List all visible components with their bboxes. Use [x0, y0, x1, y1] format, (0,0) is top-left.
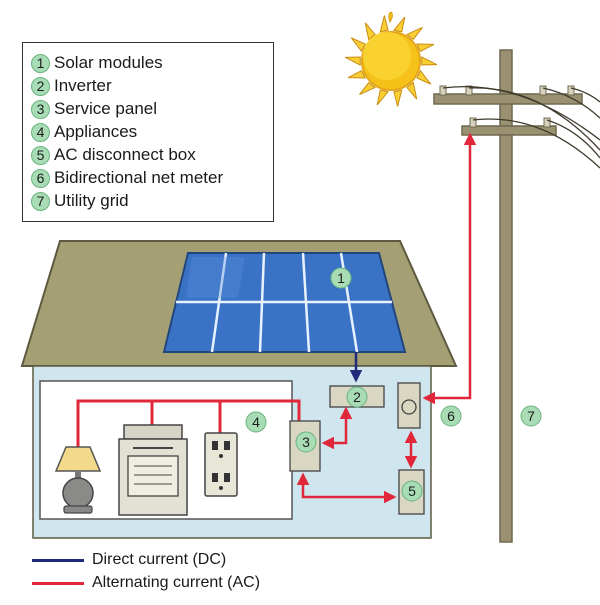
sun-ray [379, 15, 389, 33]
ac-lines [296, 132, 477, 504]
sun-ray [350, 37, 366, 53]
legend-item-solar-modules: 1 Solar modules [31, 52, 163, 74]
legend-number: 7 [31, 191, 50, 211]
svg-text:1: 1 [337, 270, 345, 286]
sun-ray [393, 16, 406, 33]
marker-net-meter: 6 [440, 405, 462, 427]
sun-icon [344, 11, 438, 107]
sun-ray [421, 56, 438, 66]
legend-label: Bidirectional net meter [54, 168, 224, 187]
ac-line-swatch [32, 581, 84, 585]
legend-number: 2 [31, 76, 50, 96]
marker-service-panel: 3 [295, 431, 317, 453]
svg-text:3: 3 [302, 434, 310, 450]
lamp-icon [54, 446, 102, 514]
legend-number: 1 [31, 53, 50, 73]
legend-label: Appliances [54, 122, 138, 141]
sun-ray [359, 81, 376, 96]
marker-solar-modules: 1 [330, 267, 352, 289]
legend-item-ac-disconnect: 5 AC disconnect box [31, 144, 196, 166]
legend-label: Inverter [54, 76, 112, 95]
legend-label: AC disconnect box [54, 145, 196, 164]
marker-ac-disconnect: 5 [401, 480, 423, 502]
marker-utility-grid: 7 [520, 405, 542, 427]
svg-text:4: 4 [252, 414, 260, 430]
utility-pole-icon [433, 49, 600, 543]
legend-item-net-meter: 6 Bidirectional net meter [31, 167, 223, 189]
legend-number: 3 [31, 99, 50, 119]
key-dc: Direct current (DC) [32, 550, 226, 570]
sun-ray [416, 69, 432, 85]
legend-label: Service panel [54, 99, 158, 118]
svg-text:6: 6 [447, 408, 455, 424]
svg-text:7: 7 [527, 408, 535, 424]
solar-modules [162, 252, 407, 353]
legend-item-service-panel: 3 Service panel [31, 98, 157, 120]
dc-label: Direct current (DC) [92, 551, 227, 568]
key-ac: Alternating current (AC) [32, 573, 260, 593]
sun-ray [406, 81, 418, 100]
sun-ray [416, 43, 435, 52]
ac-appliance-wiring [76, 399, 301, 447]
legend: 1 Solar modules 2 Inverter 3 Service pan… [22, 42, 274, 222]
marker-appliances: 4 [245, 411, 267, 433]
svg-text:5: 5 [408, 483, 416, 499]
marker-inverter: 2 [346, 386, 368, 408]
svg-text:2: 2 [353, 389, 361, 405]
legend-item-appliances: 4 Appliances [31, 121, 137, 143]
outlet-icon [204, 432, 238, 497]
ac-label: Alternating current (AC) [92, 574, 261, 591]
stove-icon [118, 424, 188, 516]
legend-label: Utility grid [54, 191, 129, 210]
sun-ray [344, 56, 361, 66]
sun-ray [393, 89, 403, 107]
legend-label: Solar modules [54, 53, 163, 72]
dc-line-swatch [32, 558, 84, 562]
legend-item-inverter: 2 Inverter [31, 75, 112, 97]
sun-ray [364, 22, 376, 41]
sun-ray [376, 89, 389, 106]
sun-ray [347, 70, 366, 79]
legend-number: 6 [31, 168, 50, 188]
net-meter-box [397, 382, 421, 429]
legend-number: 5 [31, 145, 50, 165]
legend-item-utility-grid: 7 Utility grid [31, 190, 129, 212]
legend-number: 4 [31, 122, 50, 142]
sun-ray [406, 26, 423, 41]
